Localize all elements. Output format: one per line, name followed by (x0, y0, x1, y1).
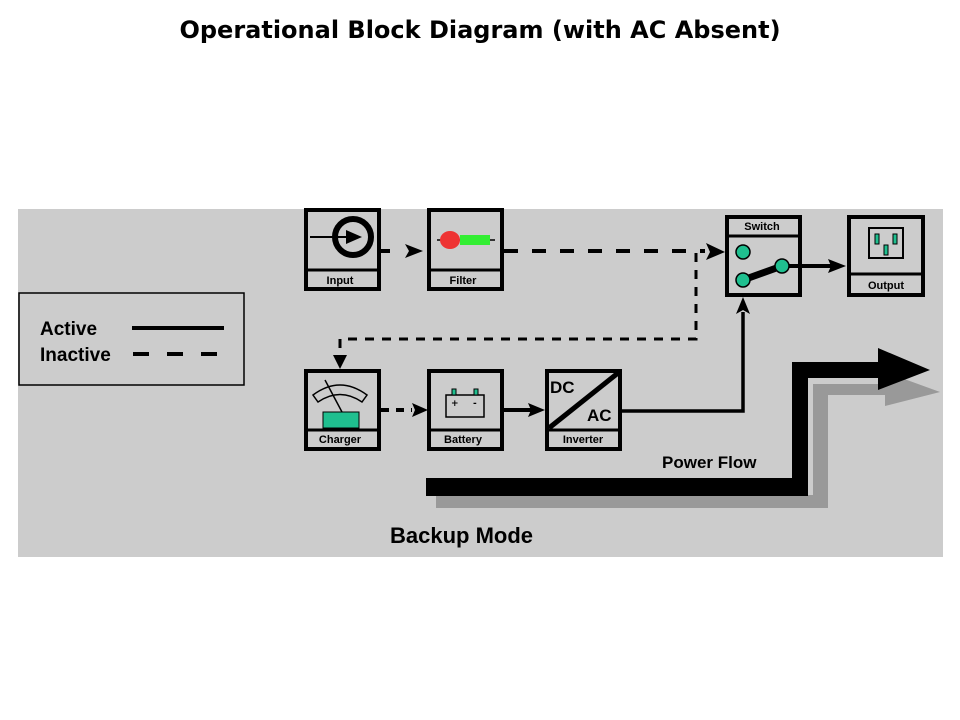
switch-contact-output (774, 258, 790, 274)
battery-block: + - Battery (427, 369, 504, 451)
legend-box (18, 292, 245, 386)
outlet-icon (868, 227, 904, 259)
output-block: Output (847, 215, 925, 297)
arrow-filter-switch (706, 243, 725, 260)
inverter-dc-label: DC (550, 378, 575, 397)
noise-filter-icon (437, 231, 495, 249)
charger-label: Charger (319, 434, 362, 446)
inverter-ac-label: AC (587, 406, 612, 425)
output-label: Output (868, 280, 904, 292)
switch-contact-utility (735, 244, 751, 260)
arrow-inverter-switch (736, 297, 750, 314)
switch-block: Switch (725, 215, 802, 297)
inverter-diagonal (547, 371, 620, 430)
input-label: Input (327, 275, 354, 287)
power-flow-label: Power Flow (662, 453, 757, 472)
switch-label: Switch (744, 221, 780, 233)
connection-filter-charger (338, 253, 698, 356)
battery-label: Battery (444, 434, 483, 446)
power-flow-arrow-body (426, 348, 930, 496)
transfer-switch-icon (735, 244, 790, 288)
legend: Active Inactive (18, 292, 245, 386)
mode-label: Backup Mode (390, 523, 533, 548)
power-flow-arrow (426, 348, 940, 508)
arrow-filter-charger (333, 355, 347, 369)
ac-source-icon (310, 216, 374, 258)
arrow-input-filter (405, 244, 423, 258)
arrow-battery-inverter (528, 403, 545, 417)
legend-inactive-label: Inactive (40, 345, 111, 366)
battery-icon: + - (445, 388, 485, 418)
battery-minus: - (473, 399, 477, 409)
inverter-label: Inverter (563, 434, 604, 446)
arrow-switch-output (828, 259, 846, 273)
input-block: Input (304, 208, 381, 291)
connection-inverter-switch (622, 312, 745, 413)
page-title: Operational Block Diagram (with AC Absen… (179, 16, 781, 44)
connections (333, 243, 846, 417)
battery-plus: + (451, 399, 459, 409)
arrow-charger-battery (412, 403, 428, 417)
power-flow-shadow (436, 372, 940, 508)
filter-block: Filter (427, 208, 504, 291)
switch-contact-inverter (735, 272, 751, 288)
charger-block: Charger (304, 369, 381, 451)
legend-active-label: Active (40, 319, 97, 340)
filter-label: Filter (450, 275, 478, 287)
inverter-block: DC AC Inverter (545, 369, 622, 451)
meter-icon (311, 379, 369, 429)
